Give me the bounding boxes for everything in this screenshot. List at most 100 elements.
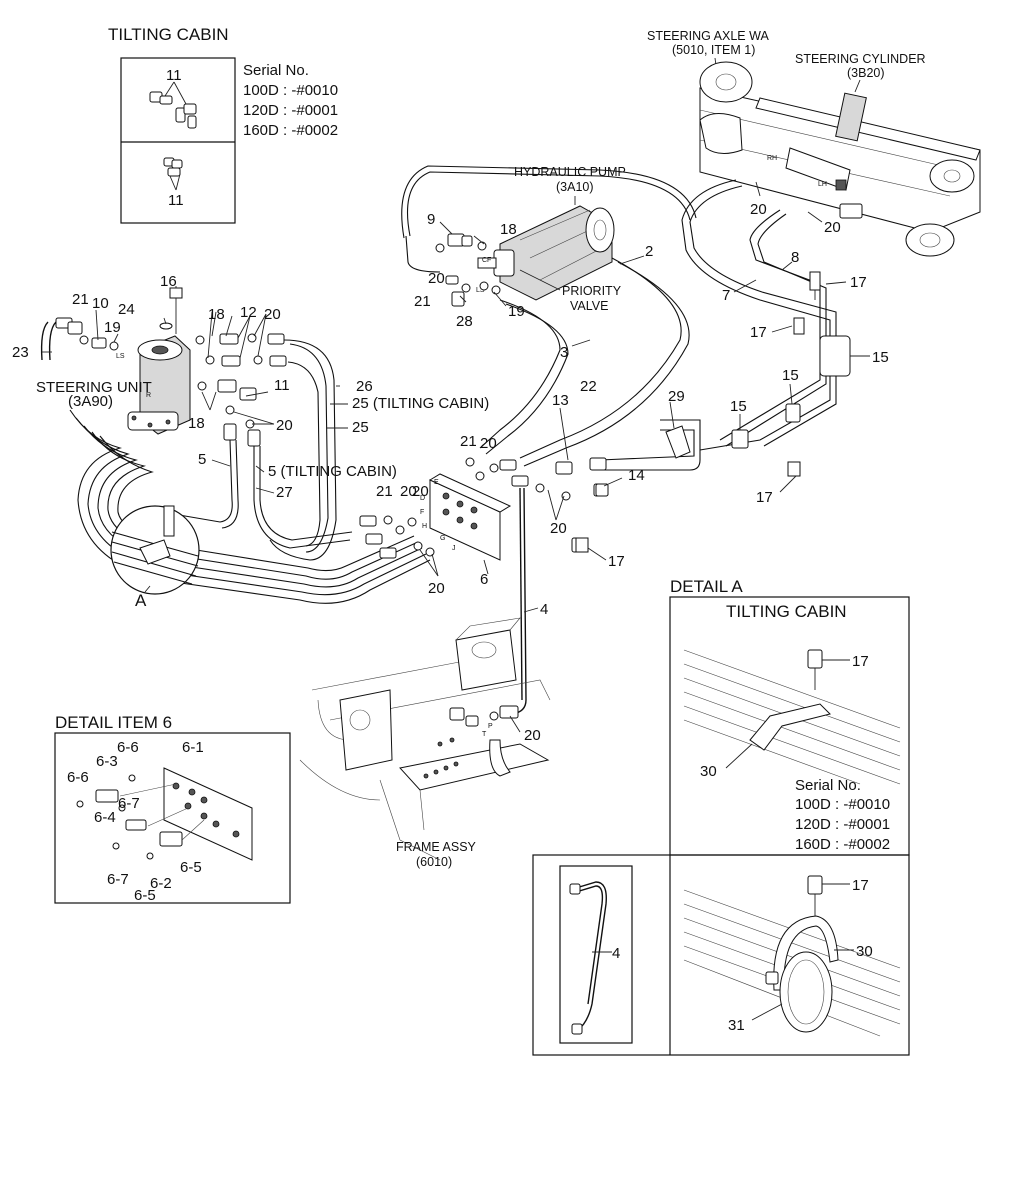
callout-19-b: 19: [508, 303, 525, 320]
hose-4-detail-box: [559, 865, 633, 1044]
callout-20-e: 20: [400, 483, 417, 500]
callout-20-k: 20: [412, 483, 429, 500]
callout-20-c: 20: [428, 270, 445, 287]
port-g: G: [440, 535, 445, 542]
callout-19-a: 19: [104, 319, 121, 336]
callout-11: 11: [274, 377, 290, 394]
callout-13: 13: [552, 392, 569, 409]
bottom-callout-31: 31: [728, 1017, 745, 1034]
tilting-cabin-box: [120, 57, 236, 224]
detail-a-serial-100d: 100D : -#0010: [795, 796, 890, 813]
serial-100d-top: 100D : -#0010: [243, 82, 338, 99]
callout-20-f: 20: [550, 520, 567, 537]
bottom-detail-box: [532, 854, 910, 1056]
callout-18-c: 18: [500, 221, 517, 238]
port-d: D: [420, 495, 425, 502]
port-h: H: [422, 523, 427, 530]
steering-cylinder-label-2: (3B20): [847, 66, 885, 80]
port-lh: LH: [818, 181, 827, 188]
detail-a-serial-160d: 160D : -#0002: [795, 836, 890, 853]
callout-2: 2: [645, 243, 653, 260]
callout-5-tilting: 5 (TILTING CABIN): [268, 463, 397, 480]
priority-valve-label-2: VALVE: [570, 299, 608, 313]
steering-cylinder-label-1: STEERING CYLINDER: [795, 52, 926, 66]
callout-20-b: 20: [276, 417, 293, 434]
callout-20-a: 20: [264, 306, 281, 323]
steering-unit: LS R STEERING UNIT (3A90): [36, 287, 191, 435]
priority-valve-label-1: PRIORITY: [562, 284, 622, 298]
hose-routing: [40, 165, 837, 715]
callout-17-a: 17: [850, 274, 867, 291]
callout-18-b: 18: [188, 415, 205, 432]
callout-8: 8: [791, 249, 799, 266]
callout-21-d: 21: [376, 483, 393, 500]
detail6-label-6-7b: 6-7: [107, 871, 129, 888]
callout-15-c: 15: [730, 398, 747, 415]
detail-a-reference: A: [110, 505, 200, 610]
frame-assy-label-1: FRAME ASSY: [396, 840, 477, 854]
port-r: R: [146, 392, 151, 399]
callout-4: 4: [540, 601, 548, 618]
detail-a-callout-30: 30: [700, 763, 717, 780]
detail6-label-6-3: 6-3: [96, 753, 118, 770]
detail-a-title: DETAIL A: [670, 577, 743, 596]
callout-25-tilting: 25 (TILTING CABIN): [352, 395, 489, 412]
tilting-cabin-detail: TILTING CABIN 11 11 Serial No. 100D : -#…: [108, 25, 338, 224]
port-cf: CF: [482, 257, 491, 264]
detail6-label-6-1: 6-1: [182, 739, 204, 756]
bottom-callout-17: 17: [852, 877, 869, 894]
callout-20-g: 20: [428, 580, 445, 597]
steering-unit-label-1: STEERING UNIT: [36, 379, 152, 396]
callout-25: 25: [352, 419, 369, 436]
callout-18-a: 18: [208, 306, 225, 323]
port-f: F: [420, 509, 424, 516]
callout-21-b: 21: [414, 293, 431, 310]
callout-17-b: 17: [750, 324, 767, 341]
callout-21-a: 21: [72, 291, 89, 308]
detail6-label-6-5b: 6-5: [134, 887, 156, 904]
callout-15-b: 15: [782, 367, 799, 384]
serial-120d-top: 120D : -#0001: [243, 102, 338, 119]
elbow-fitting-upper: [149, 91, 197, 129]
tilting-cabin-title: TILTING CABIN: [108, 25, 229, 44]
detail-a-ref-letter: A: [135, 591, 147, 610]
detail6-label-6-4: 6-4: [94, 809, 116, 826]
port-j: J: [452, 545, 456, 552]
detail-item6-title: DETAIL ITEM 6: [55, 713, 172, 732]
clamps-and-bolts: [575, 271, 851, 553]
steering-axle-label-1: STEERING AXLE WA: [647, 29, 769, 43]
detail-item6-box: [54, 732, 291, 904]
callout-17-d: 17: [608, 553, 625, 570]
callouts: 2 3 4 5 5 (TILTING CABIN) 6 7 8 9 10 11 …: [12, 181, 889, 744]
port-rh: RH: [767, 155, 777, 162]
port-ls-pump: LS: [476, 287, 485, 294]
callout-15-a: 15: [872, 349, 889, 366]
callout-3: 3: [560, 344, 568, 361]
bottom-callout-4: 4: [612, 945, 620, 962]
manifold-block: D E F H G J: [359, 457, 609, 561]
callout-22: 22: [580, 378, 597, 395]
detail6-label-6-6a: 6-6: [117, 739, 139, 756]
callout-14: 14: [628, 467, 645, 484]
detail6-label-6-7a: 6-7: [118, 795, 140, 812]
callout-20-d: 20: [480, 435, 497, 452]
frame-assy: T P FRAME ASSY (6010): [299, 617, 551, 869]
callout-27: 27: [276, 484, 293, 501]
detail6-label-6-5a: 6-5: [180, 859, 202, 876]
steering-unit-label-2: (3A90): [68, 393, 113, 410]
callout-20-h: 20: [524, 727, 541, 744]
detail-a: DETAIL A TILTING CABIN 17 30 Serial No. …: [669, 577, 910, 856]
callout-6: 6: [480, 571, 488, 588]
port-ls-unit: LS: [116, 353, 125, 360]
bottom-callout-30: 30: [856, 943, 873, 960]
detail-a-callout-17: 17: [852, 653, 869, 670]
serial-title-top: Serial No.: [243, 62, 309, 79]
callout-24: 24: [118, 301, 135, 318]
callout-17-c: 17: [756, 489, 773, 506]
port-p: P: [488, 723, 493, 730]
callout-11-lower: 11: [168, 192, 184, 209]
elbow-fitting-lower: [163, 157, 183, 177]
callout-26: 26: [356, 378, 373, 395]
callout-12: 12: [240, 304, 257, 321]
steering-axle-label-2: (5010, ITEM 1): [672, 43, 755, 57]
